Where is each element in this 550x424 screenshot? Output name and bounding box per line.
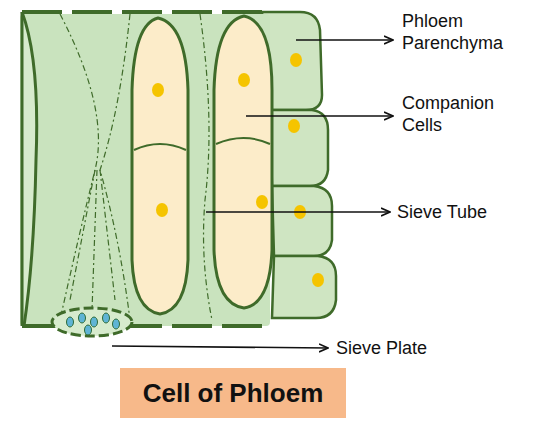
part-label: Companion Cells (402, 92, 512, 136)
part-label: Phloem Parenchyma (402, 10, 532, 54)
leader-lines (112, 40, 393, 348)
part-label: Sieve Plate (336, 337, 476, 359)
caption-band (120, 368, 346, 418)
nucleus-dots (288, 53, 324, 287)
companion-cells (132, 16, 272, 314)
sieve-plate (52, 308, 132, 336)
part-label: Sieve Tube (397, 201, 537, 223)
caption: Cell of Phloem (120, 378, 346, 409)
